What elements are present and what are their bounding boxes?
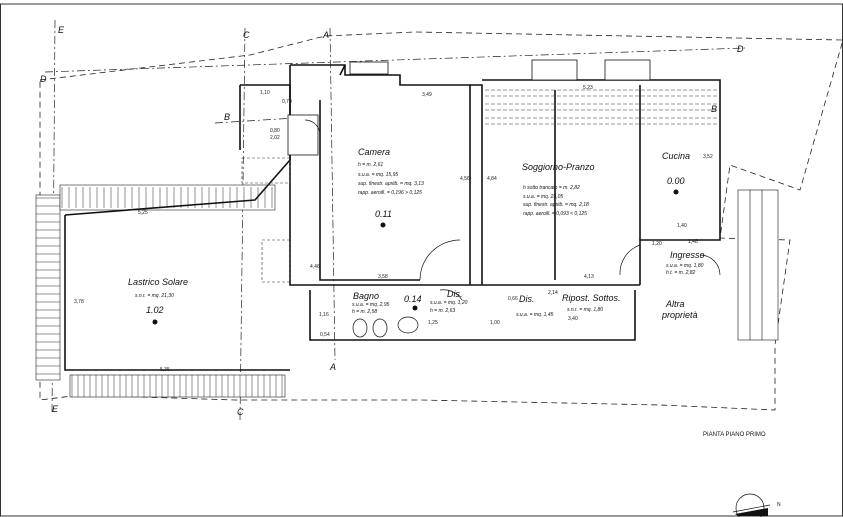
dim-446: 4,46 [310, 264, 320, 270]
dim-456: 4,56 [460, 176, 470, 182]
dim-070: 0,70 [282, 99, 292, 105]
soggiorno-label: Soggiorno-Pranzo [522, 162, 595, 172]
bagno-code: 0.14 [404, 294, 422, 304]
bagno-label: Bagno [353, 291, 379, 301]
dim-352: 3,52 [703, 154, 713, 160]
doors [304, 119, 721, 301]
dim-125: 1,25 [428, 320, 438, 326]
camera-rapp: rapp. aeroill. = 0,196 > 0,125 [358, 190, 422, 196]
ripost-snr: s.n.r. = mq. 1,80 [567, 307, 603, 313]
camera-code: 0.11 [375, 209, 392, 219]
north-arrow-icon: N [732, 493, 781, 517]
roof-tiles [35, 184, 286, 398]
section-c-top: C [243, 30, 250, 40]
camera-sup: sup. finestr. apriib. = mq. 3,13 [358, 181, 424, 187]
dimensions: 3,49 5,23 5,25 1,10 0,70 0,80 2,02 4,56 … [74, 85, 713, 373]
section-e-bottom: E [52, 404, 59, 414]
ingresso-h: h t. = m. 2,82 [666, 270, 696, 276]
dis2-label: Dis. [519, 294, 535, 304]
section-b-left: B [224, 112, 230, 122]
roof-tile-hatching [36, 187, 283, 397]
ingresso-sua: s.u.a. = mq. 1,80 [666, 263, 704, 269]
dim-080: 0,80 [270, 128, 280, 134]
dim-413: 4,13 [584, 274, 594, 280]
dim-525: 5,25 [138, 210, 148, 216]
section-markers: E C A D D B B A E C [40, 25, 744, 417]
section-d-left: D [40, 74, 47, 84]
dim-523: 5,23 [583, 85, 593, 91]
section-d-right: D [737, 44, 744, 54]
dim-100: 1,00 [490, 320, 500, 326]
bagno-h: h = m. 2,58 [352, 309, 377, 315]
dim-066: 0,66 [508, 296, 518, 302]
lastrico-code: 1.02 [146, 305, 164, 315]
camera-h: h = m. 2,61 [358, 162, 383, 168]
cucina-label: Cucina [662, 151, 690, 161]
dim-110: 1,10 [260, 90, 270, 96]
property-outline [39, 31, 843, 411]
dim-358: 3,58 [378, 274, 388, 280]
lastrico-snr: s.n.r. = mq. 21,30 [135, 293, 174, 299]
ripost-label: Ripost. Sottos. [562, 293, 621, 303]
dim-214: 2,14 [548, 290, 558, 296]
section-e-top: E [58, 25, 65, 35]
altra-line2: proprietà [661, 310, 698, 320]
lastrico-label: Lastrico Solare [128, 277, 188, 287]
section-a-top: A [322, 30, 329, 40]
dim-120: 1,20 [652, 241, 662, 247]
dim-148: 1,48 [688, 239, 698, 245]
interior-outlines [241, 157, 291, 283]
dim-349: 3,49 [422, 92, 432, 98]
soggiorno-h: h sotto trancato = m. 2,82 [523, 185, 580, 191]
dim-484: 4,84 [487, 176, 497, 182]
drawing-title: PIANTA PIANO PRIMO [703, 432, 766, 438]
level-markers [152, 189, 679, 325]
camera-sua: s.u.a. = mq. 15,95 [358, 172, 398, 178]
north-label: N [777, 502, 781, 508]
walls [64, 64, 721, 371]
section-b-right: B [711, 104, 717, 114]
soggiorno-rapp: rapp. aeroill. = 0,093 < 0,125 [523, 211, 587, 217]
soggiorno-sua: s.u.a. = mq. 23,05 [523, 194, 563, 200]
bagno-sua: s.u.a. = mq. 2,95 [352, 302, 390, 308]
ingresso-label: Ingresso [670, 250, 705, 260]
dim-140: 1,40 [677, 223, 687, 229]
dis1-h: h = m. 2,63 [430, 308, 455, 314]
section-a-bottom: A [329, 362, 336, 372]
section-c-bottom: C [237, 407, 244, 417]
dis1-label: Dis. [447, 289, 463, 299]
dim-535: 5,35 [160, 367, 170, 373]
dim-116: 1,16 [319, 312, 329, 318]
dim-378: 3,78 [74, 299, 84, 305]
stairs-right [737, 189, 779, 341]
bathroom-fixtures [352, 316, 419, 338]
camera-label: Camera [358, 147, 390, 157]
dim-340: 3,40 [568, 316, 578, 322]
dim-202: 2,02 [270, 135, 280, 141]
cucina-code: 0.00 [667, 176, 685, 186]
altra-line1: Altra [665, 299, 685, 309]
soggiorno-sup: sup. finestr. apriib. = mq. 2,18 [523, 202, 589, 208]
dis1-sua: s.u.a. = mq. 1,20 [430, 300, 468, 306]
windows [287, 59, 651, 156]
dis2-sua: s.u.a. = mq. 1,45 [516, 312, 554, 318]
ceiling-beams [485, 89, 718, 125]
dim-054: 0,54 [320, 332, 330, 338]
